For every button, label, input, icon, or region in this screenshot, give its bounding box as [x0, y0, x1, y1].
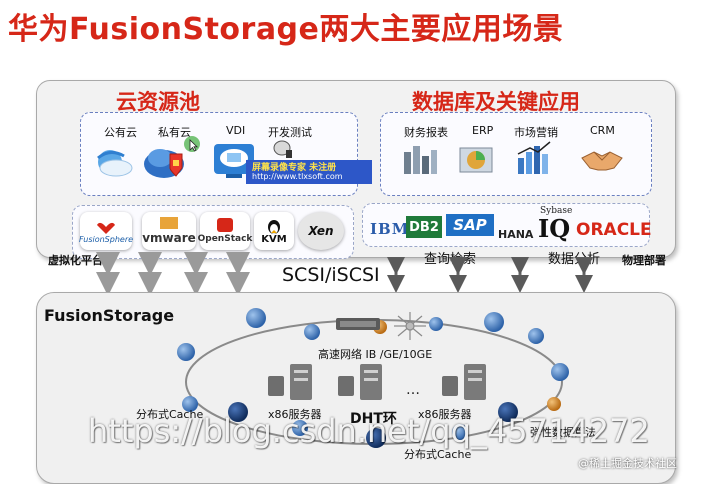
dev-test-icon: [272, 138, 296, 160]
vmware-logo: vmware: [142, 212, 196, 250]
ellipsis-label: …: [406, 382, 420, 398]
recorder-banner-text: 屏幕录像专家 未注册: [252, 163, 337, 173]
marketing-icon: [514, 140, 554, 178]
db-item-label: 财务报表: [404, 126, 448, 139]
vdi-icon: [212, 140, 256, 180]
recorder-banner-url: http://www.tlxsoft.com: [252, 172, 343, 181]
server-icon: [268, 364, 486, 400]
cursor-icon: [182, 134, 202, 154]
public-cloud-icon: [90, 142, 134, 180]
network-label: 高速网络 IB /GE/10GE: [318, 348, 433, 361]
cloud-item-label: 公有云: [104, 126, 137, 139]
algorithm-label: 弹性数据算法: [530, 426, 596, 439]
server-label: x86服务器: [268, 408, 322, 421]
cloud-item-label: 开发测试: [268, 126, 312, 139]
cloud-pool-title: 云资源池: [116, 90, 200, 114]
physical-deploy-label: 物理部署: [622, 254, 666, 267]
cache-label: 分布式Cache: [136, 408, 204, 421]
page-title: 华为FusionStorage两大主要应用场景: [8, 12, 564, 47]
dht-label: DHT环: [350, 411, 397, 427]
crm-handshake-icon: [580, 142, 624, 178]
openstack-logo: OpenStack: [198, 212, 252, 250]
xen-logo: Xen: [298, 212, 344, 250]
database-title: 数据库及关键应用: [412, 90, 580, 114]
db-item-label: CRM: [590, 124, 615, 137]
ring-node: [177, 308, 569, 448]
recorder-banner: [246, 160, 372, 184]
protocol-label: SCSI/iSCSI: [282, 264, 380, 286]
sap-logo: SAP: [446, 214, 494, 236]
private-cloud-icon: [142, 140, 190, 182]
db-item-label: ERP: [472, 124, 494, 137]
cloud-item-label: VDI: [226, 124, 246, 137]
oracle-logo: ORACLE: [576, 220, 652, 240]
cloud-item-label: 私有云: [158, 126, 191, 139]
url-watermark: https://blog.csdn.net/qq_45714272: [88, 412, 650, 450]
db-vendors-box: [362, 203, 650, 247]
erp-icon: [456, 142, 496, 178]
ibm-logo: IBM: [370, 220, 410, 238]
sybase-label: Sybase: [540, 206, 573, 216]
corner-watermark: @稀土掘金技术社区: [578, 457, 677, 470]
network-switch-icon: [336, 318, 380, 330]
kvm-logo: KVM: [254, 212, 294, 250]
db-item-label: 市场营销: [514, 126, 558, 139]
iq-logo: IQ: [538, 214, 571, 243]
fusionsphere-logo: FusionSphere: [79, 212, 133, 250]
network-hub-icon: [394, 312, 426, 340]
virtualization-label: 虚拟化平台: [48, 254, 103, 267]
fusionstorage-title: FusionStorage: [44, 306, 175, 325]
cache-bottom-label: 分布式Cache: [404, 448, 472, 461]
hana-label: HANA: [498, 228, 534, 241]
db2-logo: DB2: [406, 216, 442, 238]
finance-report-icon: [400, 142, 440, 178]
server-label: x86服务器: [418, 408, 472, 421]
